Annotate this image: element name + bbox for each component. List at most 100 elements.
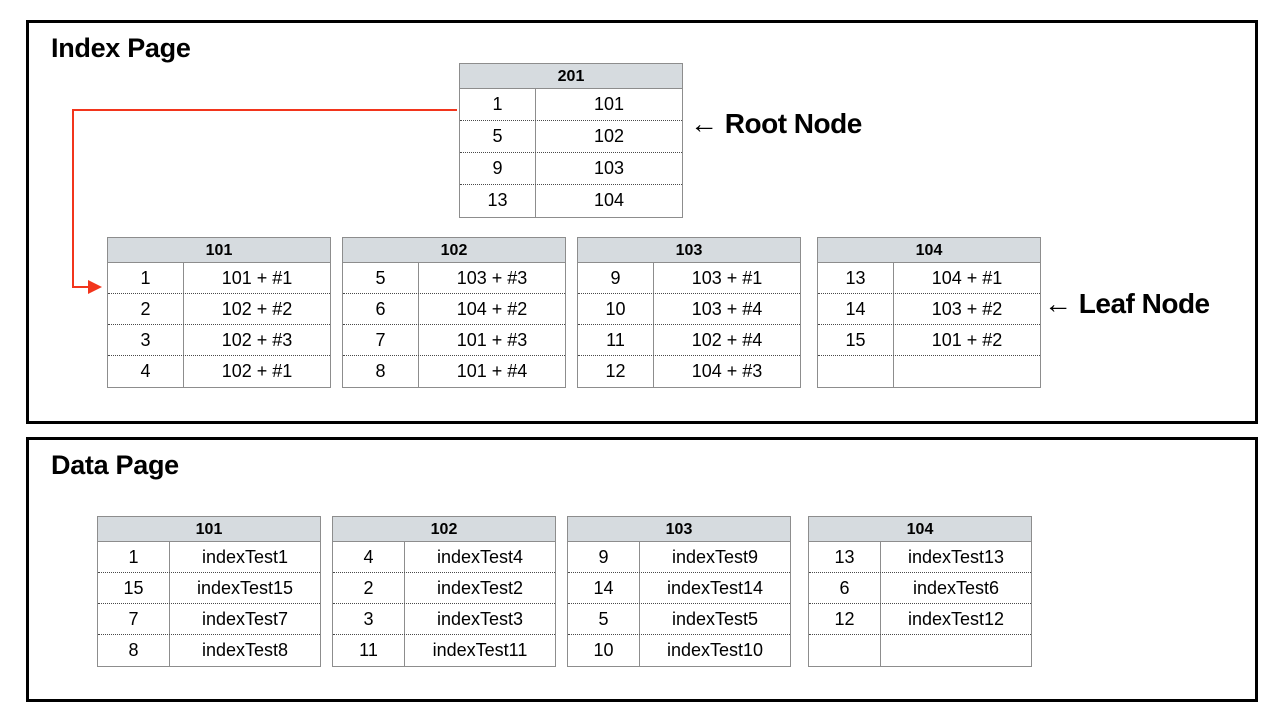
- root-value-cell: 101: [593, 94, 625, 114]
- leaf-node-id: 102: [343, 238, 565, 263]
- root-key-cell: 13: [460, 185, 536, 217]
- data-table-104: 104 13 indexTest13 6 indexTest6 12 index…: [808, 516, 1032, 667]
- leaf-key-cell: 2: [108, 294, 184, 324]
- leaf-value-cell: 102 + #2: [221, 299, 293, 319]
- data-value-cell: indexTest15: [196, 578, 294, 598]
- data-key-cell: 6: [809, 573, 881, 603]
- leaf-node-id: 104: [818, 238, 1040, 263]
- table-row: 5 indexTest5: [568, 604, 790, 635]
- data-value-cell: indexTest4: [436, 547, 524, 567]
- table-row: 12 104 + #3: [578, 356, 800, 387]
- data-key-cell: 15: [98, 573, 170, 603]
- data-key-cell: 12: [809, 604, 881, 634]
- data-value-cell: indexTest10: [666, 640, 764, 660]
- table-row: 7 indexTest7: [98, 604, 320, 635]
- table-row: 8 indexTest8: [98, 635, 320, 666]
- leaf-key-cell: 6: [343, 294, 419, 324]
- root-key-cell: 5: [460, 121, 536, 152]
- leaf-node-104-table: 104 13 104 + #1 14 103 + #2 15 101 + #2: [817, 237, 1041, 388]
- leaf-value-cell: 104 + #1: [931, 268, 1003, 288]
- leaf-value-cell: 102 + #1: [221, 361, 293, 381]
- leaf-node-id: 103: [578, 238, 800, 263]
- data-value-cell: [881, 635, 1031, 666]
- table-row: 6 104 + #2: [343, 294, 565, 325]
- leaf-key-cell: 13: [818, 263, 894, 293]
- data-page-panel: Data Page 101 1 indexTest1 15 indexTest1…: [26, 437, 1258, 702]
- table-row: 13 indexTest13: [809, 542, 1031, 573]
- data-table-id: 102: [333, 517, 555, 542]
- table-row: 1 indexTest1: [98, 542, 320, 573]
- data-value-cell: indexTest2: [436, 578, 524, 598]
- table-row: 4 102 + #1: [108, 356, 330, 387]
- data-value-cell: indexTest7: [201, 609, 289, 629]
- leaf-value-cell: 104 + #2: [456, 299, 528, 319]
- data-key-cell: 3: [333, 604, 405, 634]
- table-row: 10 indexTest10: [568, 635, 790, 666]
- leaf-value-cell: 102 + #3: [221, 330, 293, 350]
- data-key-cell: 14: [568, 573, 640, 603]
- leaf-node-annotation: ← Leaf Node: [1044, 288, 1210, 319]
- leaf-key-cell: [818, 356, 894, 387]
- table-row: 14 103 + #2: [818, 294, 1040, 325]
- root-value-cell: 104: [593, 190, 625, 210]
- table-row: 1 101: [460, 89, 682, 121]
- leaf-value-cell: 101 + #3: [456, 330, 528, 350]
- data-key-cell: 9: [568, 542, 640, 572]
- table-row: 8 101 + #4: [343, 356, 565, 387]
- leaf-value-cell: 101 + #2: [931, 330, 1003, 350]
- table-row: 13 104 + #1: [818, 263, 1040, 294]
- data-key-cell: 5: [568, 604, 640, 634]
- table-row-empty: [809, 635, 1031, 666]
- data-table-102: 102 4 indexTest4 2 indexTest2 3 indexTes…: [332, 516, 556, 667]
- table-row: 11 102 + #4: [578, 325, 800, 356]
- data-value-cell: indexTest8: [201, 640, 289, 660]
- root-value-cell: 102: [593, 126, 625, 146]
- data-page-title: Data Page: [51, 450, 179, 480]
- table-row: 10 103 + #4: [578, 294, 800, 325]
- leaf-value-cell: 102 + #4: [691, 330, 763, 350]
- leaf-value-cell: 101 + #1: [221, 268, 293, 288]
- leaf-key-cell: 5: [343, 263, 419, 293]
- table-row: 15 indexTest15: [98, 573, 320, 604]
- data-key-cell: 2: [333, 573, 405, 603]
- root-node-table: 201 1 101 5 102 9 103 13 104: [459, 63, 683, 218]
- table-row: 9 103: [460, 153, 682, 185]
- data-value-cell: indexTest6: [912, 578, 1000, 598]
- leaf-key-cell: 7: [343, 325, 419, 355]
- data-key-cell: 11: [333, 635, 405, 666]
- data-table-id: 101: [98, 517, 320, 542]
- data-value-cell: indexTest13: [907, 547, 1005, 567]
- data-value-cell: indexTest1: [201, 547, 289, 567]
- leaf-key-cell: 14: [818, 294, 894, 324]
- data-key-cell: [809, 635, 881, 666]
- data-table-id: 104: [809, 517, 1031, 542]
- root-node-id: 201: [460, 64, 682, 89]
- leaf-node-101-table: 101 1 101 + #1 2 102 + #2 3 102 + #3 4 1…: [107, 237, 331, 388]
- table-row: 6 indexTest6: [809, 573, 1031, 604]
- leaf-key-cell: 11: [578, 325, 654, 355]
- leaf-node-103-table: 103 9 103 + #1 10 103 + #4 11 102 + #4 1…: [577, 237, 801, 388]
- data-value-cell: indexTest11: [432, 640, 528, 660]
- data-value-cell: indexTest9: [671, 547, 759, 567]
- table-row: 5 102: [460, 121, 682, 153]
- table-row: 2 indexTest2: [333, 573, 555, 604]
- table-row: 4 indexTest4: [333, 542, 555, 573]
- leaf-key-cell: 12: [578, 356, 654, 387]
- leaf-key-cell: 10: [578, 294, 654, 324]
- table-row: 9 indexTest9: [568, 542, 790, 573]
- root-key-cell: 1: [460, 89, 536, 120]
- index-page-title: Index Page: [51, 33, 191, 63]
- data-table-101: 101 1 indexTest1 15 indexTest15 7 indexT…: [97, 516, 321, 667]
- data-key-cell: 7: [98, 604, 170, 634]
- root-value-cell: 103: [593, 158, 625, 178]
- leaf-key-cell: 15: [818, 325, 894, 355]
- table-row: 3 indexTest3: [333, 604, 555, 635]
- data-key-cell: 13: [809, 542, 881, 572]
- leaf-value-cell: 101 + #4: [456, 361, 528, 381]
- table-row: 15 101 + #2: [818, 325, 1040, 356]
- leaf-value-cell: 103 + #4: [691, 299, 763, 319]
- leaf-key-cell: 3: [108, 325, 184, 355]
- data-value-cell: indexTest5: [671, 609, 759, 629]
- table-row: 13 104: [460, 185, 682, 217]
- leaf-value-cell: 103 + #3: [456, 268, 528, 288]
